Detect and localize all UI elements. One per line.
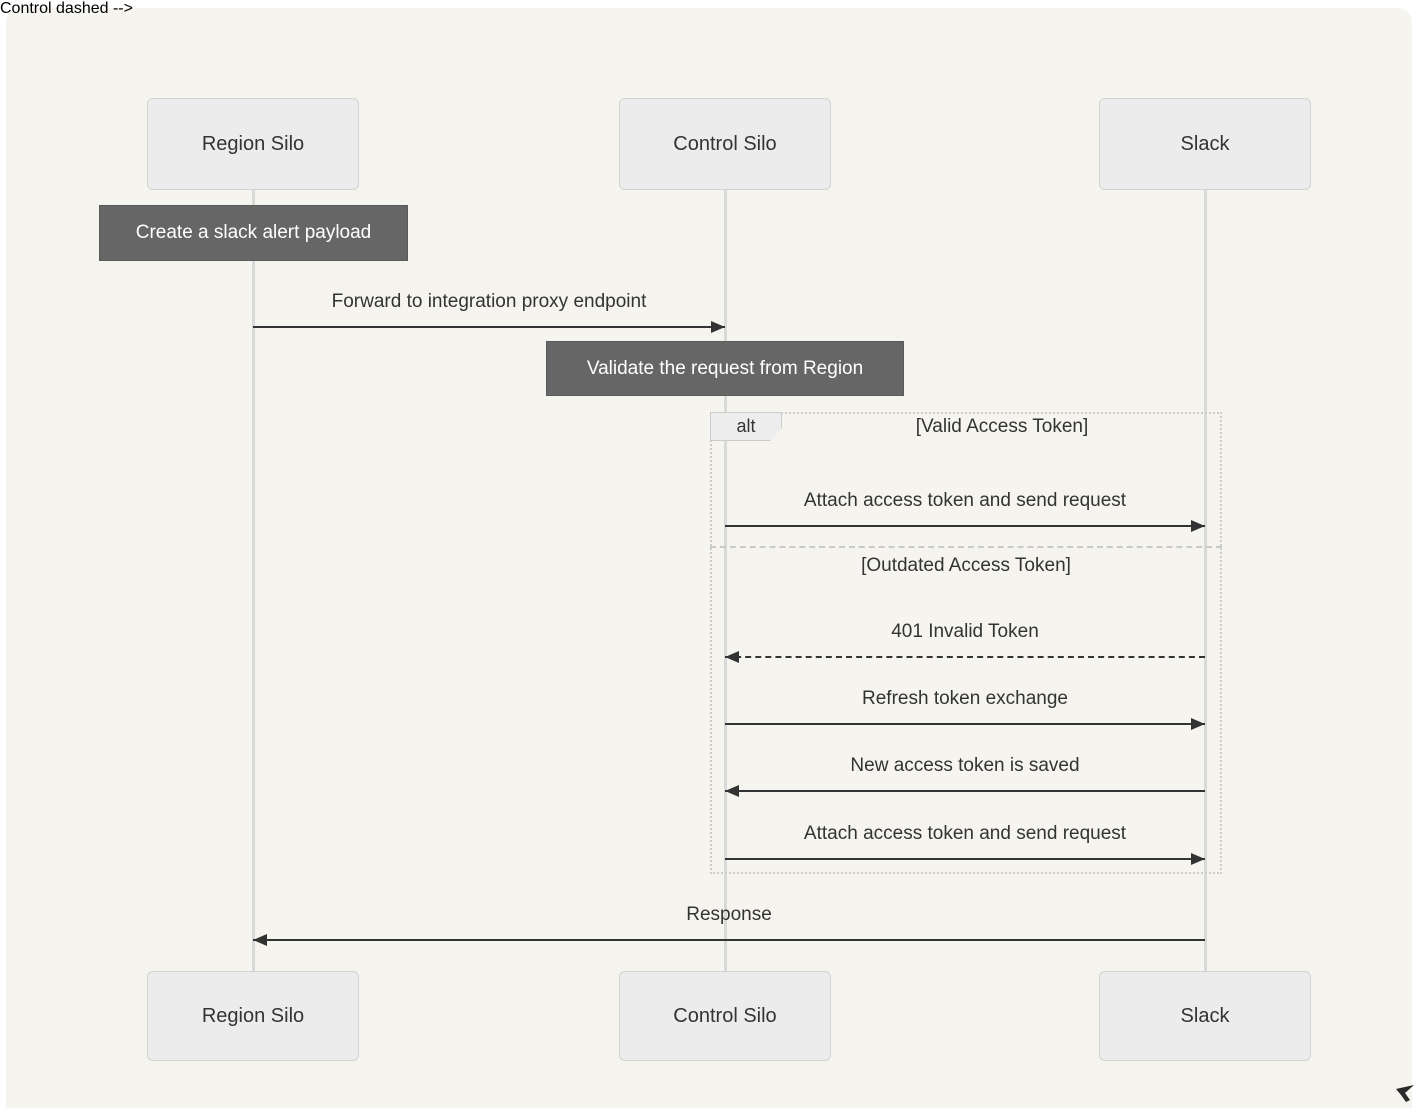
lifeline-region <box>252 190 255 971</box>
mouse-cursor-icon <box>1396 1085 1414 1102</box>
message-label: Attach access token and send request <box>803 490 1127 511</box>
arrowhead-left-icon <box>725 785 739 797</box>
message-label: New access token is saved <box>850 755 1080 776</box>
actor-slack-top: Slack <box>1099 98 1311 190</box>
actor-control-silo-top: Control Silo <box>619 98 831 190</box>
message-line <box>725 723 1205 725</box>
arrowhead-left-icon <box>725 651 739 663</box>
actor-region-silo-bottom: Region Silo <box>147 971 359 1061</box>
message-label: 401 Invalid Token <box>891 621 1039 642</box>
alt-frame <box>710 412 1222 874</box>
arrowhead-right-icon <box>1191 853 1205 865</box>
alt-condition-valid: [Valid Access Token] <box>915 416 1089 437</box>
actor-region-silo-top: Region Silo <box>147 98 359 190</box>
note-validate-request: Validate the request from Region <box>546 341 904 396</box>
message-label: Response <box>686 904 772 925</box>
alt-label: alt <box>710 412 782 441</box>
lifeline-control <box>724 190 727 971</box>
message-label: Attach access token and send request <box>803 823 1127 844</box>
message-line <box>725 656 1205 658</box>
lifeline-slack <box>1204 190 1207 971</box>
message-line <box>725 790 1205 792</box>
arrowhead-left-icon <box>253 934 267 946</box>
message-line <box>725 858 1205 860</box>
message-line <box>253 939 1205 941</box>
actor-control-silo-bottom: Control Silo <box>619 971 831 1061</box>
arrowhead-right-icon <box>1191 520 1205 532</box>
message-label: Refresh token exchange <box>862 688 1068 709</box>
arrowhead-right-icon <box>1191 718 1205 730</box>
note-create-payload: Create a slack alert payload <box>99 205 408 261</box>
arrowhead-right-icon <box>711 321 725 333</box>
actor-slack-bottom: Slack <box>1099 971 1311 1061</box>
message-line <box>253 326 725 328</box>
message-label: Forward to integration proxy endpoint <box>331 291 647 312</box>
alt-divider <box>710 546 1222 548</box>
message-line <box>725 525 1205 527</box>
alt-condition-outdated: [Outdated Access Token] <box>861 555 1071 576</box>
diagram-panel <box>6 8 1412 1108</box>
